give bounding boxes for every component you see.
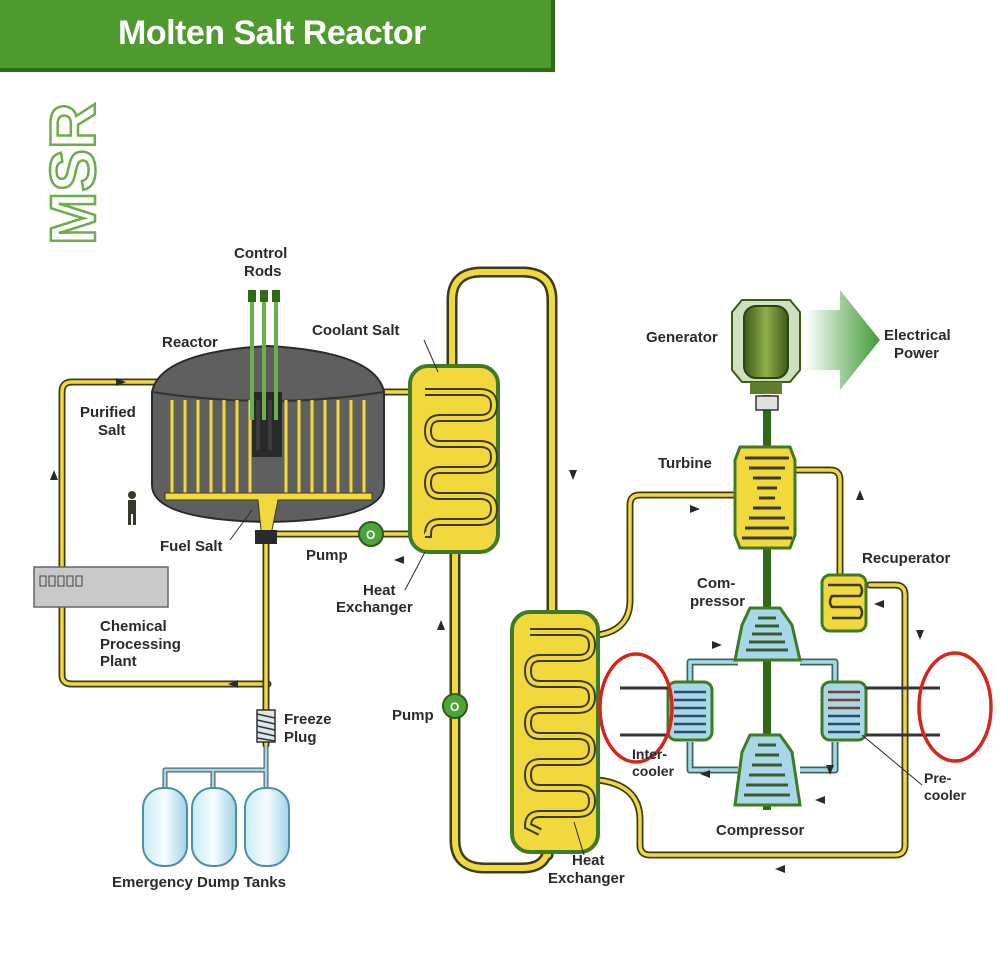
label-intercooler-2: cooler bbox=[632, 763, 675, 779]
label-heat-exchanger-2b: Exchanger bbox=[548, 870, 625, 887]
label-freeze-plug-1: Freeze bbox=[284, 711, 332, 728]
label-heat-exchanger-1a: Heat bbox=[363, 582, 396, 599]
generator bbox=[731, 299, 801, 411]
heat-exchanger-2 bbox=[510, 610, 600, 854]
leader-lines bbox=[229, 339, 923, 856]
gas-loop bbox=[686, 658, 839, 774]
label-coolant-salt: Coolant Salt bbox=[312, 322, 400, 339]
pump-left: O bbox=[358, 521, 384, 547]
intercooler bbox=[620, 680, 714, 742]
label-chemical-2: Processing bbox=[100, 636, 181, 653]
annotation-circle-precooler bbox=[917, 651, 993, 763]
compressor-top bbox=[733, 606, 802, 662]
chemical-processing-plant bbox=[33, 566, 169, 608]
label-dump-tanks: Emergency Dump Tanks bbox=[112, 874, 286, 891]
label-turbine: Turbine bbox=[658, 455, 712, 472]
svg-text:O: O bbox=[450, 700, 459, 714]
label-purified-salt-2: Salt bbox=[98, 422, 126, 439]
label-pump-mid: Pump bbox=[392, 707, 434, 724]
label-recuperator: Recuperator bbox=[862, 550, 951, 567]
label-control-rods-2: Rods bbox=[244, 263, 282, 280]
coolant-salt-loop bbox=[446, 266, 558, 874]
label-heat-exchanger-1b: Exchanger bbox=[336, 599, 413, 616]
emergency-dump-tanks bbox=[142, 787, 290, 867]
label-freeze-plug-2: Plug bbox=[284, 729, 317, 746]
annotation-circle-intercooler bbox=[598, 652, 674, 764]
label-electrical-2: Power bbox=[894, 345, 939, 362]
person-scale-icon bbox=[128, 491, 136, 525]
label-heat-exchanger-2a: Heat bbox=[572, 852, 605, 869]
label-chemical-3: Plant bbox=[100, 653, 137, 670]
pump-mid: O bbox=[442, 693, 468, 719]
label-reactor: Reactor bbox=[162, 334, 218, 351]
svg-text:O: O bbox=[366, 528, 375, 542]
labels: Control Rods Reactor Coolant Salt Purifi… bbox=[80, 245, 967, 891]
label-pump-left: Pump bbox=[306, 547, 348, 564]
flow-arrows bbox=[50, 378, 924, 873]
label-control-rods-1: Control bbox=[234, 245, 287, 262]
page-title: Molten Salt Reactor bbox=[118, 14, 426, 52]
control-rods bbox=[248, 290, 280, 450]
turbine bbox=[733, 445, 797, 550]
msr-logo-text: MSR bbox=[37, 103, 109, 245]
label-precooler-1: Pre- bbox=[924, 770, 952, 786]
label-intercooler-1: Inter- bbox=[632, 746, 667, 762]
freeze-plug bbox=[256, 709, 276, 743]
compressor-bottom bbox=[733, 733, 802, 807]
title-banner: Molten Salt Reactor bbox=[0, 0, 555, 72]
label-compressor-top-1: Com- bbox=[697, 575, 735, 592]
label-electrical-1: Electrical bbox=[884, 327, 951, 344]
label-purified-salt-1: Purified bbox=[80, 404, 136, 421]
label-compressor-top-2: pressor bbox=[690, 593, 745, 610]
label-chemical-1: Chemical bbox=[100, 618, 167, 635]
dump-tank-piping bbox=[162, 745, 269, 790]
recuperator bbox=[820, 573, 868, 633]
label-fuel-salt: Fuel Salt bbox=[160, 538, 223, 555]
label-generator: Generator bbox=[646, 329, 718, 346]
label-precooler-2: cooler bbox=[924, 787, 967, 803]
electrical-power-arrow bbox=[805, 290, 880, 390]
label-compressor-bottom: Compressor bbox=[716, 822, 805, 839]
power-conversion-loop bbox=[594, 466, 909, 859]
precooler bbox=[820, 680, 940, 742]
heat-exchanger-1 bbox=[408, 364, 500, 554]
msr-side-logo: MSR bbox=[36, 102, 111, 247]
turbine-shaft bbox=[763, 395, 771, 810]
